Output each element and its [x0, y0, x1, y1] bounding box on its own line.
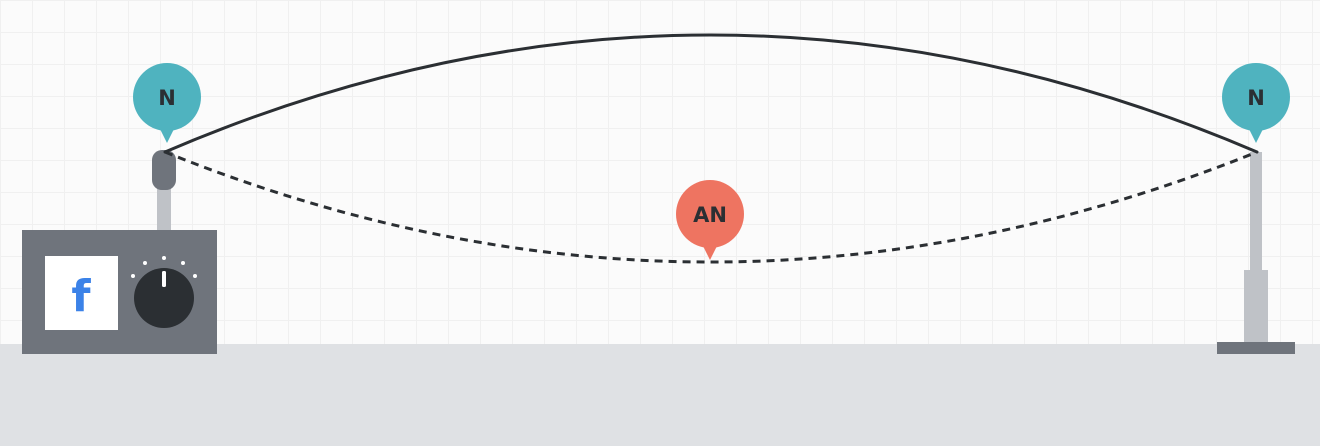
- antinode-label: AN: [693, 203, 727, 227]
- string-dashed: [164, 150, 1258, 264]
- right-post: [1217, 152, 1295, 354]
- facebook-logo-icon: f: [71, 271, 91, 322]
- volume-knob-icon: [131, 256, 197, 328]
- left-node-label: N: [158, 86, 176, 110]
- string-solid: [163, 33, 1259, 154]
- floor: [0, 344, 1320, 446]
- left-stem: [152, 150, 176, 232]
- right-node-marker: N: [1222, 63, 1290, 143]
- logo-panel: [45, 256, 118, 330]
- left-node-marker: N: [133, 63, 201, 143]
- right-node-label: N: [1247, 86, 1265, 110]
- vibrator-box: f: [22, 230, 217, 354]
- antinode-marker: AN: [676, 180, 744, 260]
